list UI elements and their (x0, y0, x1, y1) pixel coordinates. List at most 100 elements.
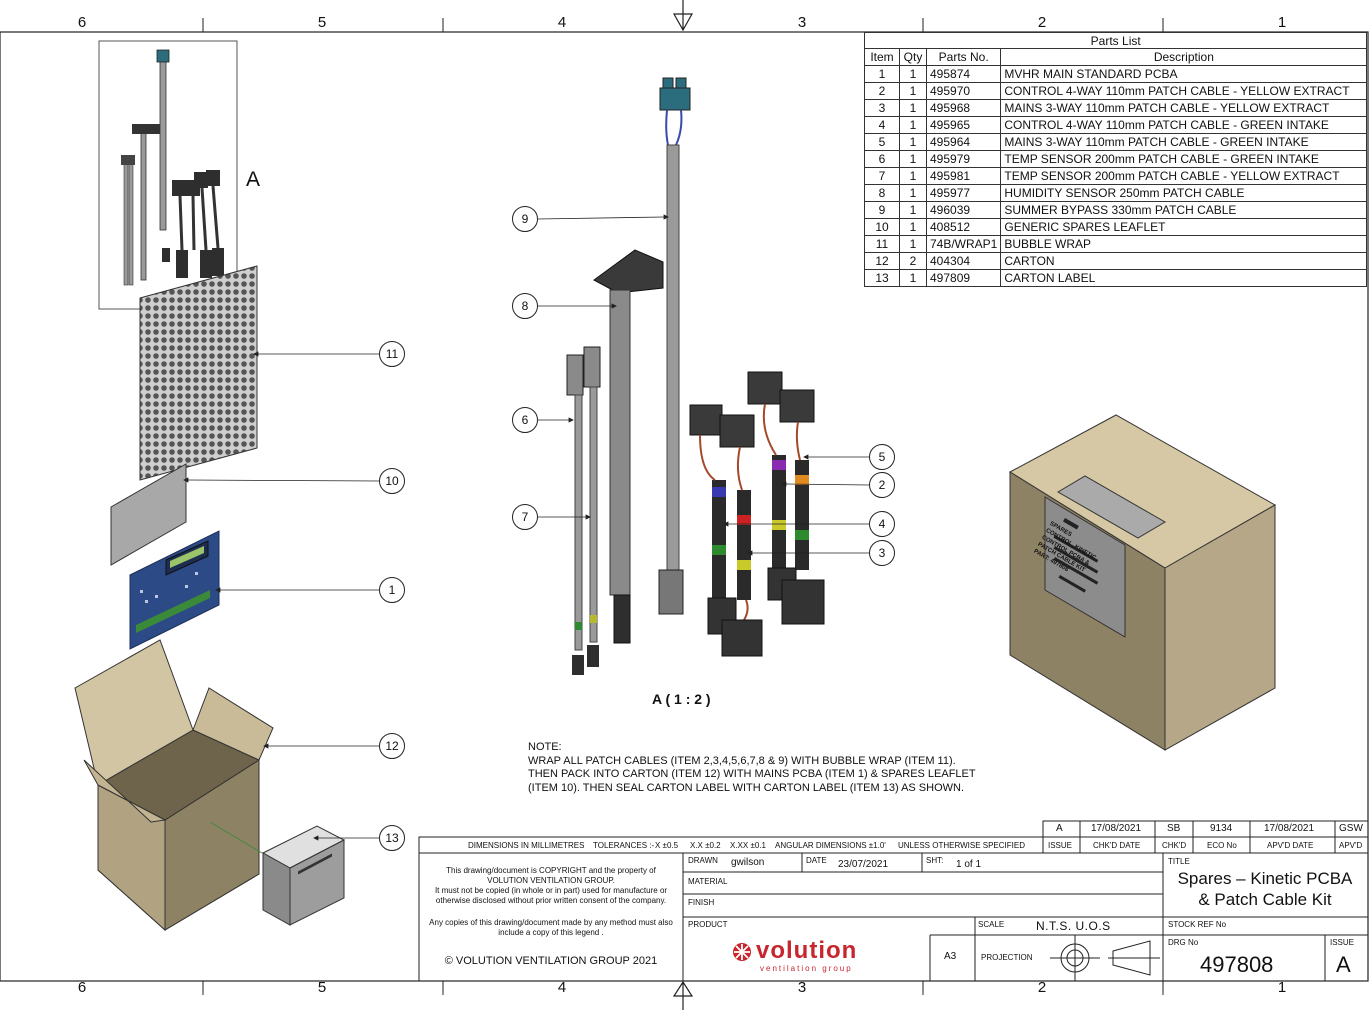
part-number-cell: 495979 (925, 150, 1002, 168)
title-block-frame (418, 820, 1369, 982)
zone-label-bottom: 6 (77, 979, 87, 996)
zone-label-bottom: 2 (1037, 979, 1047, 996)
column-header-qty: Qty (899, 48, 927, 66)
cable-8 (593, 249, 664, 644)
volution-logo-word: volution (756, 937, 858, 964)
revision-header: CHK'D (1162, 841, 1187, 850)
date-label: DATE (806, 856, 827, 865)
item-cell: 12 (864, 252, 900, 270)
parts-list-table: Parts List Item Qty Parts No. Descriptio… (863, 32, 1368, 287)
description-cell: CARTON LABEL (1000, 269, 1368, 287)
copyright-notice: This drawing/document is COPYRIGHT and t… (429, 866, 673, 937)
drawing-date: 23/07/2021 (838, 859, 889, 870)
part-number-cell: 495964 (925, 133, 1002, 151)
issue-label: ISSUE (1330, 938, 1355, 947)
item-balloon: 2 (869, 472, 895, 498)
part-number-cell: 495965 (925, 116, 1002, 134)
item-cell: 5 (864, 133, 900, 151)
item-balloon: 4 (869, 511, 895, 537)
item-cell: 1 (864, 65, 900, 83)
sheet-label: SHT: (926, 856, 944, 865)
tolerance-xx: X.X ±0.2 (690, 841, 721, 850)
part-number-cell: 495981 (925, 167, 1002, 185)
item-cell: 10 (864, 218, 900, 236)
material-label: MATERIAL (688, 877, 728, 886)
qty-cell: 1 (899, 82, 927, 100)
qty-cell: 1 (899, 150, 927, 168)
tolerance-unless: UNLESS OTHERWISE SPECIFIED (898, 841, 1025, 850)
qty-cell: 1 (899, 133, 927, 151)
thumbnail-view-a (98, 40, 238, 310)
revision-header: APV'D DATE (1267, 841, 1314, 850)
zone-label-top: 4 (557, 14, 567, 31)
part-number-cell: 495874 (925, 65, 1002, 83)
item-cell: 4 (864, 116, 900, 134)
description-cell: TEMP SENSOR 200mm PATCH CABLE - GREEN IN… (1000, 150, 1368, 168)
revision-header: APV'D (1339, 841, 1363, 850)
qty-cell: 1 (899, 235, 927, 253)
description-cell: CARTON (1000, 252, 1368, 270)
assembly-note: NOTE: WRAP ALL PATCH CABLES (ITEM 2,3,4,… (528, 741, 976, 794)
qty-cell: 1 (899, 116, 927, 134)
column-header-part-no: Parts No. (925, 48, 1002, 66)
dimensions-note: DIMENSIONS IN MILLIMETRES (468, 841, 585, 850)
description-cell: CONTROL 4-WAY 110mm PATCH CABLE - GREEN … (1000, 116, 1368, 134)
revision-chkd-date: 17/08/2021 (1091, 823, 1142, 834)
item-balloon: 1 (379, 577, 405, 603)
carton-label-part (261, 825, 346, 926)
zone-label-bottom: 1 (1277, 979, 1287, 996)
description-cell: MAINS 3-WAY 110mm PATCH CABLE - YELLOW E… (1000, 99, 1368, 117)
tolerances-label: TOLERANCES :- (593, 841, 655, 850)
part-number-cell: 495968 (925, 99, 1002, 117)
volution-logo-tagline: ventilation group (760, 964, 853, 973)
projection-symbol-icon (1050, 935, 1160, 981)
zone-label-top: 3 (797, 14, 807, 31)
part-number-cell: 496039 (925, 201, 1002, 219)
paper-size: A3 (944, 951, 957, 962)
company-copyright: © VOLUTION VENTILATION GROUP 2021 (444, 955, 658, 967)
volution-logo-icon (733, 943, 751, 961)
drawn-label: DRAWN (688, 856, 718, 865)
zone-label-bottom: 4 (557, 979, 567, 996)
item-cell: 13 (864, 269, 900, 287)
drawn-by: gwilson (731, 857, 765, 868)
center-mark-top (672, 0, 694, 32)
zone-label-bottom: 5 (317, 979, 327, 996)
zone-label-bottom: 3 (797, 979, 807, 996)
item-balloon: 9 (512, 206, 538, 232)
zone-label-top: 1 (1277, 14, 1287, 31)
qty-cell: 2 (899, 252, 927, 270)
part-number-cell: 408512 (925, 218, 1002, 236)
center-mark-bottom (672, 980, 694, 1010)
cable-6-7 (566, 346, 601, 675)
zone-label-top: 2 (1037, 14, 1047, 31)
part-number-cell: 74B/WRAP1 (925, 235, 1002, 253)
description-cell: SUMMER BYPASS 330mm PATCH CABLE (1000, 201, 1368, 219)
bubble-wrap-sheet (139, 265, 258, 481)
item-balloon: 8 (512, 293, 538, 319)
item-balloon: 12 (379, 733, 405, 759)
tolerance-angular: ANGULAR DIMENSIONS ±1.0' (775, 841, 886, 850)
column-header-description: Description (1000, 48, 1368, 66)
spares-leaflet (110, 463, 187, 566)
column-header-item: Item (864, 48, 900, 66)
drawing-number: 497808 (1200, 952, 1274, 977)
item-balloon: 6 (512, 407, 538, 433)
item-cell: 2 (864, 82, 900, 100)
cable-9 (658, 77, 691, 615)
part-number-cell: 404304 (925, 252, 1002, 270)
item-cell: 3 (864, 99, 900, 117)
tolerance-x: X ±0.5 (655, 841, 679, 850)
projection-label: PROJECTION (981, 953, 1033, 962)
item-cell: 9 (864, 201, 900, 219)
stock-ref-label: STOCK REF No (1168, 920, 1227, 929)
parts-list-caption: Parts List (863, 32, 1368, 49)
